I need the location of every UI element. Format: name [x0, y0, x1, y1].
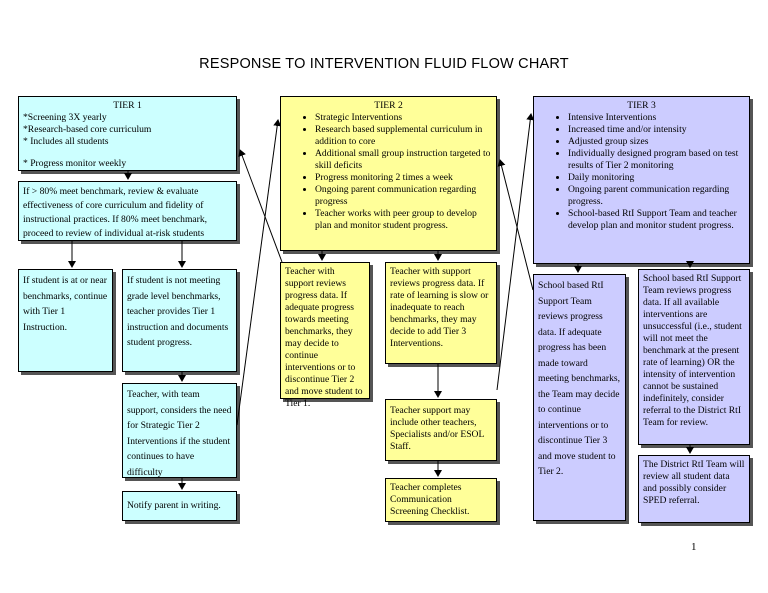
district-team-box: The District RtI Team will review all st… — [638, 455, 750, 523]
tier3-adequate-box: School based RtI Support Team reviews pr… — [533, 274, 626, 521]
tier3-item: Ongoing parent communication regarding p… — [568, 184, 745, 208]
tier2-item: Strategic Interventions — [315, 112, 492, 124]
tier1-box: TIER 1 *Screening 3X yearly *Research-ba… — [18, 96, 237, 171]
tier3-box: TIER 3 Intensive Interventions Increased… — [533, 96, 750, 264]
tier3-heading: TIER 3 — [627, 100, 656, 111]
page-number: 1 — [691, 541, 697, 553]
tier2-inadequate-box: Teacher with support reviews progress da… — [385, 262, 497, 364]
tier1-team-text: Teacher, with team support, considers th… — [127, 389, 232, 478]
tier2-item: Additional small group instruction targe… — [315, 148, 492, 172]
tier2-item: Progress monitoring 2 times a week — [315, 172, 492, 184]
tier3-item: School-based RtI Support Team and teache… — [568, 208, 745, 232]
tier3-item: Increased time and/or intensity — [568, 124, 745, 136]
tier1-line: *Screening 3X yearly — [23, 112, 107, 123]
tier2-adequate-box: Teacher with support reviews progress da… — [280, 262, 370, 409]
tier2-screening-box: Teacher completes Communication Screenin… — [385, 478, 497, 522]
tier3-unsuccessful-text: School based RtI Support Team reviews pr… — [643, 273, 742, 428]
tier1-line: * Includes all students — [23, 136, 109, 147]
notify-parent-box: Notify parent in writing. — [122, 491, 237, 521]
tier3-item: Adjusted group sizes — [568, 136, 745, 148]
tier1-not-meeting-text: If student is not meeting grade level be… — [127, 275, 229, 348]
tier3-unsuccessful-box: School based RtI Support Team reviews pr… — [638, 269, 750, 445]
page-title: RESPONSE TO INTERVENTION FLUID FLOW CHAR… — [199, 56, 569, 72]
tier2-heading: TIER 2 — [374, 100, 403, 111]
tier2-item: Ongoing parent communication regarding p… — [315, 184, 492, 208]
tier2-screening-text: Teacher completes Communication Screenin… — [390, 482, 470, 517]
tier1-review-box: If > 80% meet benchmark, review & evalua… — [18, 181, 237, 241]
arrow-team-to-tier2 — [236, 119, 282, 426]
tier3-item: Daily monitoring — [568, 172, 745, 184]
tier2-list: Strategic Interventions Research based s… — [285, 112, 492, 232]
arrow-tier2-adequate-to-tier1 — [238, 149, 283, 263]
arrow-tier3-adequate-to-tier2 — [497, 159, 534, 291]
tier2-item: Research based supplemental curriculum i… — [315, 124, 492, 148]
tier2-item: Teacher works with peer group to develop… — [315, 208, 492, 232]
district-team-text: The District RtI Team will review all st… — [643, 459, 745, 506]
tier2-adequate-text: Teacher with support reviews progress da… — [285, 266, 363, 409]
arrow-inadequate-to-tier3 — [496, 113, 535, 391]
tier1-team-box: Teacher, with team support, considers th… — [122, 383, 237, 478]
tier2-support-text: Teacher support may include other teache… — [390, 405, 484, 452]
tier3-list: Intensive Interventions Increased time a… — [538, 112, 745, 232]
tier1-review-text: If > 80% meet benchmark, review & evalua… — [23, 186, 208, 239]
tier1-not-meeting-box: If student is not meeting grade level be… — [122, 269, 237, 372]
tier3-adequate-text: School based RtI Support Team reviews pr… — [538, 280, 621, 477]
tier1-at-benchmark-text: If student is at or near benchmarks, con… — [23, 275, 108, 333]
tier2-box: TIER 2 Strategic Interventions Research … — [280, 96, 497, 251]
tier2-inadequate-text: Teacher with support reviews progress da… — [390, 266, 489, 349]
tier3-item: Individually designed program based on t… — [568, 148, 745, 172]
tier3-item: Intensive Interventions — [568, 112, 745, 124]
tier1-line: *Research-based core curriculum — [23, 124, 152, 135]
tier1-heading: TIER 1 — [113, 100, 142, 111]
tier2-support-box: Teacher support may include other teache… — [385, 399, 497, 461]
tier1-at-benchmark-box: If student is at or near benchmarks, con… — [18, 269, 113, 372]
tier1-monitor: * Progress monitor weekly — [23, 158, 127, 169]
notify-parent-text: Notify parent in writing. — [127, 500, 221, 511]
